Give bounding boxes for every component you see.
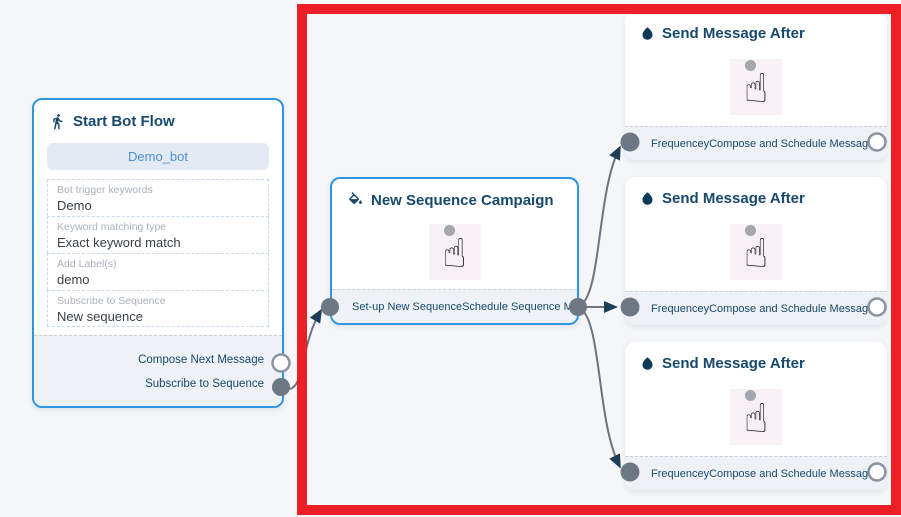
send-node-footer: Frequencey Compose and Schedule Message — [625, 456, 887, 490]
water-drop-icon — [642, 357, 653, 370]
click-dot — [745, 390, 756, 401]
sequence-node-title-text: New Sequence Campaign — [371, 192, 554, 209]
field-label: Add Label(s) — [57, 258, 117, 270]
hand-cursor-icon: ☝ — [730, 59, 782, 115]
send-node-body[interactable]: ☝ — [625, 213, 887, 291]
start-bot-flow-node[interactable]: Start Bot Flow Demo_bot Bot trigger keyw… — [32, 98, 284, 408]
wire-sequence-to-send-3 — [577, 306, 621, 469]
port-label-frequencey: Frequencey — [651, 467, 710, 480]
port-label-compose-and-schedule: Compose and Schedule Message — [709, 137, 875, 150]
field-value: demo — [57, 272, 90, 287]
walking-person-icon — [53, 114, 63, 130]
field-label: Keyword matching type — [57, 221, 167, 233]
send-node-body[interactable]: ☝ — [625, 378, 887, 456]
new-sequence-campaign-node[interactable]: New Sequence Campaign ☝ Set-up New Seque… — [330, 177, 579, 325]
send-node-footer: Frequencey Compose and Schedule Message — [625, 126, 887, 160]
field-label: Bot trigger keywords — [57, 184, 153, 196]
port-label-frequencey: Frequencey — [651, 137, 710, 150]
send-node-title-text: Send Message After — [662, 355, 805, 372]
click-dot — [745, 60, 756, 71]
click-dot — [443, 225, 455, 236]
field-value: Demo — [57, 198, 92, 213]
port-label-subscribe-to-sequence: Subscribe to Sequence — [145, 377, 264, 390]
bot-name-button[interactable]: Demo_bot — [47, 143, 269, 170]
send-node-title: Send Message After — [625, 342, 887, 378]
start-node-fields: Bot trigger keywords Demo Keyword matchi… — [47, 179, 269, 327]
port-label-compose-and-schedule: Compose and Schedule Message — [709, 467, 875, 480]
send-message-after-node-3[interactable]: Send Message After ☝ Frequencey Compose … — [625, 342, 887, 490]
send-node-body[interactable]: ☝ — [625, 48, 887, 126]
field-keyword-matching-type[interactable]: Keyword matching type Exact keyword matc… — [47, 216, 269, 253]
field-label: Subscribe to Sequence — [57, 295, 166, 307]
start-node-title: Start Bot Flow — [34, 100, 282, 136]
hand-cursor-icon: ☝ — [730, 389, 782, 445]
send-node-title: Send Message After — [625, 177, 887, 213]
sequence-node-title: New Sequence Campaign — [332, 179, 577, 215]
hand-cursor-icon: ☝ — [428, 224, 481, 280]
start-node-footer: Compose Next Message Subscribe to Sequen… — [34, 335, 282, 406]
water-drop-icon — [642, 192, 653, 205]
water-drop-icon — [642, 27, 653, 40]
wire-start-to-sequence — [280, 308, 323, 390]
start-node-title-text: Start Bot Flow — [73, 113, 175, 130]
sequence-node-footer: Set-up New Sequence Schedule Sequence Me… — [332, 289, 577, 323]
send-node-title-text: Send Message After — [662, 190, 805, 207]
send-node-title-text: Send Message After — [662, 25, 805, 42]
port-label-schedule-sequence-message: Schedule Sequence Message — [462, 300, 579, 313]
send-node-footer: Frequencey Compose and Schedule Message — [625, 291, 887, 325]
port-label-compose-next-message: Compose Next Message — [138, 353, 264, 366]
field-subscribe-to-sequence[interactable]: Subscribe to Sequence New sequence — [47, 290, 269, 327]
port-label-frequencey: Frequencey — [651, 302, 710, 315]
port-label-setup-new-sequence: Set-up New Sequence — [352, 300, 463, 313]
field-add-labels[interactable]: Add Label(s) demo — [47, 253, 269, 290]
field-value: New sequence — [57, 309, 143, 324]
hand-cursor-icon: ☝ — [730, 224, 782, 280]
paint-bucket-icon — [349, 192, 362, 205]
sequence-node-body[interactable]: ☝ — [332, 215, 577, 289]
send-message-after-node-1[interactable]: Send Message After ☝ Frequencey Compose … — [625, 12, 887, 160]
field-value: Exact keyword match — [57, 235, 181, 250]
click-dot — [745, 225, 756, 236]
field-bot-trigger-keywords[interactable]: Bot trigger keywords Demo — [47, 179, 269, 216]
send-message-after-node-2[interactable]: Send Message After ☝ Frequencey Compose … — [625, 177, 887, 325]
send-node-title: Send Message After — [625, 12, 887, 48]
wire-sequence-to-send-1 — [577, 145, 621, 308]
port-label-compose-and-schedule: Compose and Schedule Message — [709, 302, 875, 315]
